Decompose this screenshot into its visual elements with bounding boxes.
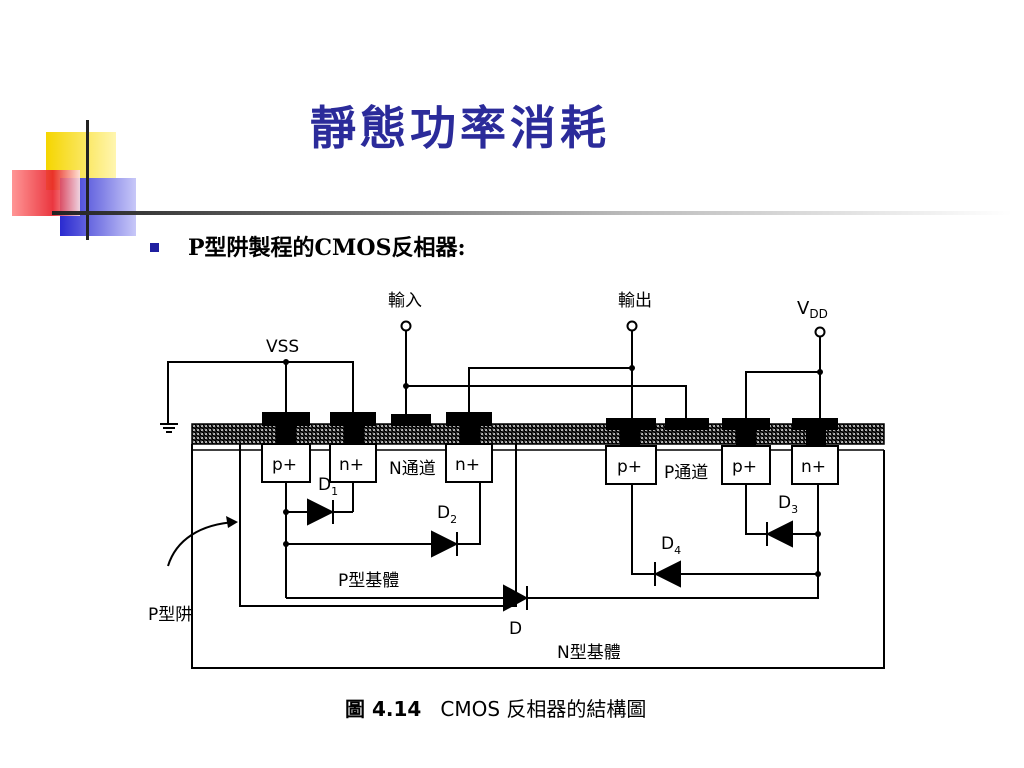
metal-contacts xyxy=(262,412,838,446)
label-p-plus-3: p+ xyxy=(732,457,757,477)
label-d4: D4 xyxy=(661,534,681,557)
bullet-text: P型阱製程的CMOS反相器: xyxy=(188,235,466,261)
slide-title: 靜態功率消耗 xyxy=(310,101,610,155)
label-p-plus-2: p+ xyxy=(617,457,642,477)
p-plus-diffusion-2 xyxy=(605,445,657,485)
label-n-plus-2: n+ xyxy=(455,455,480,475)
oxide-layer xyxy=(191,423,885,445)
label-n-plus-1: n+ xyxy=(339,455,364,475)
diode-symbols xyxy=(307,498,793,612)
n-plus-diffusion-3 xyxy=(791,445,839,485)
label-p-body: P型基體 xyxy=(338,571,399,591)
label-p-channel: P通道 xyxy=(664,463,708,483)
label-d2: D2 xyxy=(437,503,457,526)
output-terminal-icon xyxy=(626,320,638,332)
slide-decoration xyxy=(12,120,1012,240)
diode-d4-icon xyxy=(653,560,681,588)
logo-red-square xyxy=(12,170,80,216)
diode-d3-icon xyxy=(765,520,793,548)
diode-d-icon xyxy=(503,584,529,612)
vdd-terminal-icon xyxy=(814,326,826,338)
diode-d1-icon xyxy=(307,498,335,526)
label-vss: VSS xyxy=(266,337,299,357)
label-vdd: VDD xyxy=(797,298,828,321)
diode-d2-icon xyxy=(431,530,459,558)
label-d3: D3 xyxy=(778,493,798,516)
logo-vertical-line xyxy=(86,120,89,240)
label-n-plus-3: n+ xyxy=(801,457,826,477)
p-well-outline xyxy=(239,444,517,607)
wires xyxy=(160,330,821,599)
label-d: D xyxy=(509,619,522,639)
label-n-body: N型基體 xyxy=(557,643,621,663)
input-terminal-icon xyxy=(400,320,412,332)
bullet-square-icon xyxy=(150,243,159,252)
figure-caption: 圖 4.14 CMOS 反相器的結構圖 xyxy=(345,693,646,722)
p-plus-diffusion-3 xyxy=(721,445,771,485)
caption-text: CMOS 反相器的結構圖 xyxy=(440,697,647,721)
label-input: 輸入 xyxy=(388,291,422,311)
p-well-arrow-icon xyxy=(167,521,237,567)
n-plus-diffusion-2 xyxy=(445,443,493,483)
label-p-well: P型阱 xyxy=(148,605,192,625)
label-d1: D1 xyxy=(318,475,338,498)
label-p-plus-1: p+ xyxy=(272,455,297,475)
label-n-channel: N通道 xyxy=(389,459,436,479)
n-substrate-outline xyxy=(191,444,885,669)
caption-number: 圖 4.14 xyxy=(345,697,422,721)
title-underline xyxy=(52,211,1012,215)
label-output: 輸出 xyxy=(618,291,652,311)
